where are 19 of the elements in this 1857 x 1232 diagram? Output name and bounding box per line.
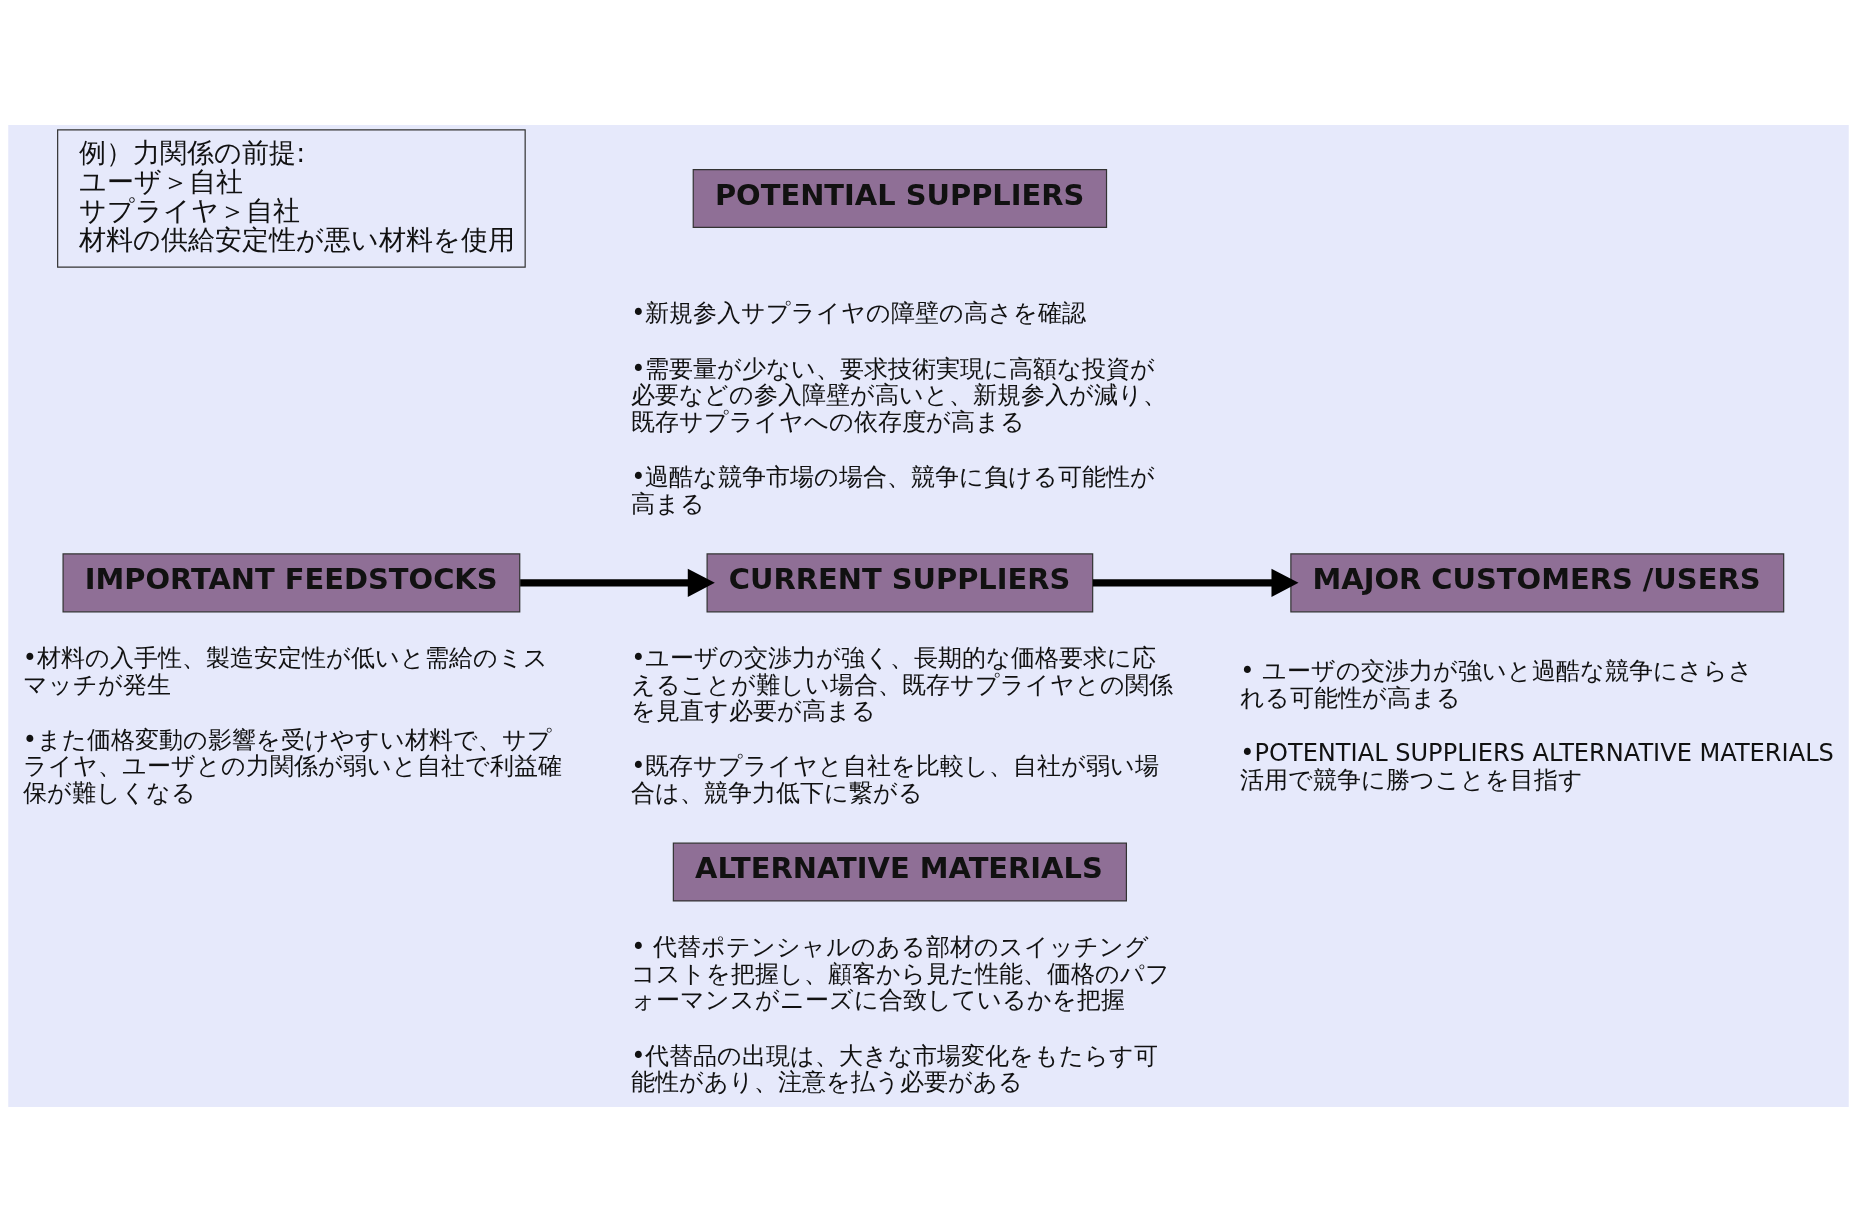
node-label: •需要量が少ない、要求技術実現に高額な投資が必要などの参入障壁が高いと、新規参入が減り、既存サプライヤへの依存度が高まる <box>631 354 1168 436</box>
node-label: •既存サプライヤと自社を比較し、自社が弱い場合は、競争力低下に繋がる <box>631 752 1160 807</box>
node-box: MAJOR CUSTOMERS /USERS <box>1290 553 1785 613</box>
node-box: ALTERNATIVE MATERIALS <box>672 842 1127 902</box>
node-label: •新規参入サプライヤの障壁の高さを確認 <box>631 299 1087 328</box>
node-box: IMPORTANT FEEDSTOCKS <box>62 553 521 613</box>
node-label: •また価格変動の影響を受けやすい材料で、サプライヤ、ユーザとの力関係が弱いと自社で利益確保が難しくなる <box>22 725 562 807</box>
node-label: • 代替ポテンシャルのある部材のスイッチングコストを把握し、顧客から見た性能、価格のパフォーマンスがニーズに合致しているかを把握 <box>631 933 1171 1015</box>
node-box: CURRENT SUPPLIERS <box>706 553 1094 613</box>
node-box: 例）力関係の前提: ユーザ＞自社 サプライヤ＞自社 材料の供給安定性が悪い材料を使用 <box>57 129 526 268</box>
node-label: •ユーザの交渉力が強く、長期的な価格要求に応えることが難しい場合、既存サプライヤとの関係を見直す必要が高まる <box>631 644 1174 726</box>
arrow <box>520 568 715 598</box>
node-label: •代替品の出現は、大きな市場変化をもたらす可能性があり、注意を払う必要がある <box>631 1041 1159 1097</box>
node-label: •POTENTIAL SUPPLIERS ALTERNATIVE MATERIALS活用で競争に勝つことを目指す <box>1240 739 1834 794</box>
node-label: •材料の入手性、製造安定性が低いと需給のミスマッチが発生 <box>22 644 548 699</box>
node-box: POTENTIAL SUPPLIERS <box>692 169 1108 228</box>
node-label: •過酷な競争市場の場合、競争に負ける可能性が高まる <box>631 463 1156 518</box>
node-label: • ユーザの交渉力が強いと過酷な競争にさらされる可能性が高まる <box>1240 657 1754 712</box>
arrow <box>1092 568 1299 598</box>
